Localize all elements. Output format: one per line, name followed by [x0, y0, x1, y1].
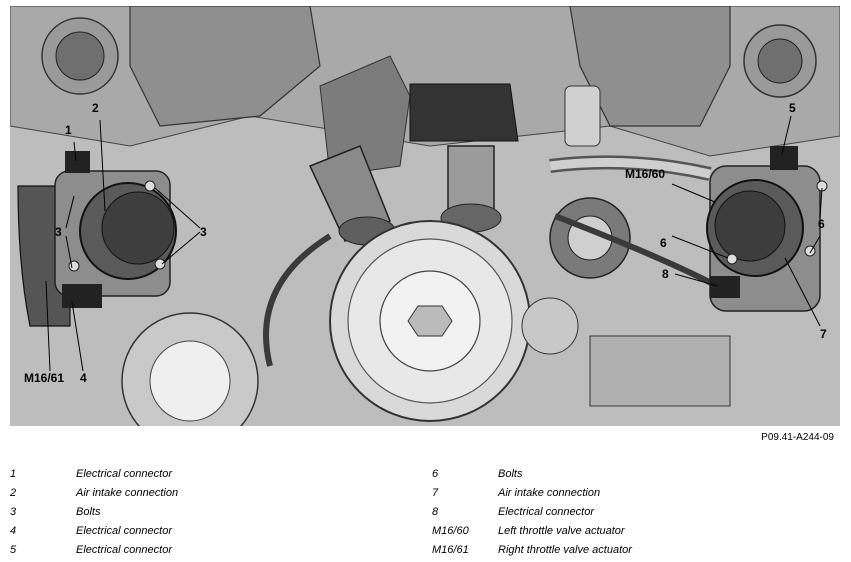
legend-left: 1 Electrical connector 2 Air intake conn…	[10, 464, 430, 559]
legend-key: 6	[432, 467, 439, 480]
legend-desc: Bolts	[76, 505, 101, 518]
callout-2: 2	[92, 101, 99, 115]
legend-desc: Electrical connector	[76, 467, 172, 480]
legend-row: 3 Bolts	[10, 502, 430, 521]
callout-6-left: 6	[660, 236, 667, 250]
legend-desc: Electrical connector	[76, 524, 172, 537]
legend-desc: Air intake connection	[498, 486, 601, 499]
legend-desc: Bolts	[498, 467, 523, 480]
callout-m16-61: M16/61	[24, 371, 64, 385]
figure-id: P09.41-A244-09	[761, 432, 834, 443]
legend-key: 7	[432, 486, 439, 499]
legend-desc: Electrical connector	[76, 543, 172, 556]
engine-drawing: 1 2 3 3 4 M16/61 5 M16/60 6 6 8 7	[10, 6, 840, 426]
legend-row: M16/61 Right throttle valve actuator	[432, 540, 851, 559]
legend-key: 4	[10, 524, 17, 537]
engine-illustration: 1 2 3 3 4 M16/61 5 M16/60 6 6 8 7	[10, 6, 840, 426]
legend-desc: Left throttle valve actuator	[498, 524, 625, 537]
legend-key: 5	[10, 543, 17, 556]
legend-row: 6 Bolts	[432, 464, 851, 483]
legend-key: M16/60	[432, 524, 469, 537]
callout-6-right: 6	[818, 217, 825, 231]
legend-key: 3	[10, 505, 17, 518]
callout-7: 7	[820, 327, 827, 341]
legend-key: M16/61	[432, 543, 469, 556]
legend-desc: Air intake connection	[76, 486, 179, 499]
legend-desc: Right throttle valve actuator	[498, 543, 632, 556]
legend-row: 7 Air intake connection	[432, 483, 851, 502]
legend-key: 1	[10, 467, 17, 480]
callout-3-left: 3	[55, 225, 62, 239]
legend-row: M16/60 Left throttle valve actuator	[432, 521, 851, 540]
callout-8: 8	[662, 267, 669, 281]
legend-row: 2 Air intake connection	[10, 483, 430, 502]
legend-row: 8 Electrical connector	[432, 502, 851, 521]
legend-desc: Electrical connector	[498, 505, 594, 518]
callout-3-right: 3	[200, 225, 207, 239]
legend-row: 1 Electrical connector	[10, 464, 430, 483]
legend-row: 4 Electrical connector	[10, 521, 430, 540]
callout-5: 5	[789, 101, 796, 115]
legend-right: 6 Bolts 7 Air intake connection 8 Electr…	[432, 464, 851, 559]
legend-key: 8	[432, 505, 439, 518]
callout-1: 1	[65, 123, 72, 137]
callout-4: 4	[80, 371, 87, 385]
legend-row: 5 Electrical connector	[10, 540, 430, 559]
callout-m16-60: M16/60	[625, 167, 665, 181]
legend-key: 2	[10, 486, 17, 499]
